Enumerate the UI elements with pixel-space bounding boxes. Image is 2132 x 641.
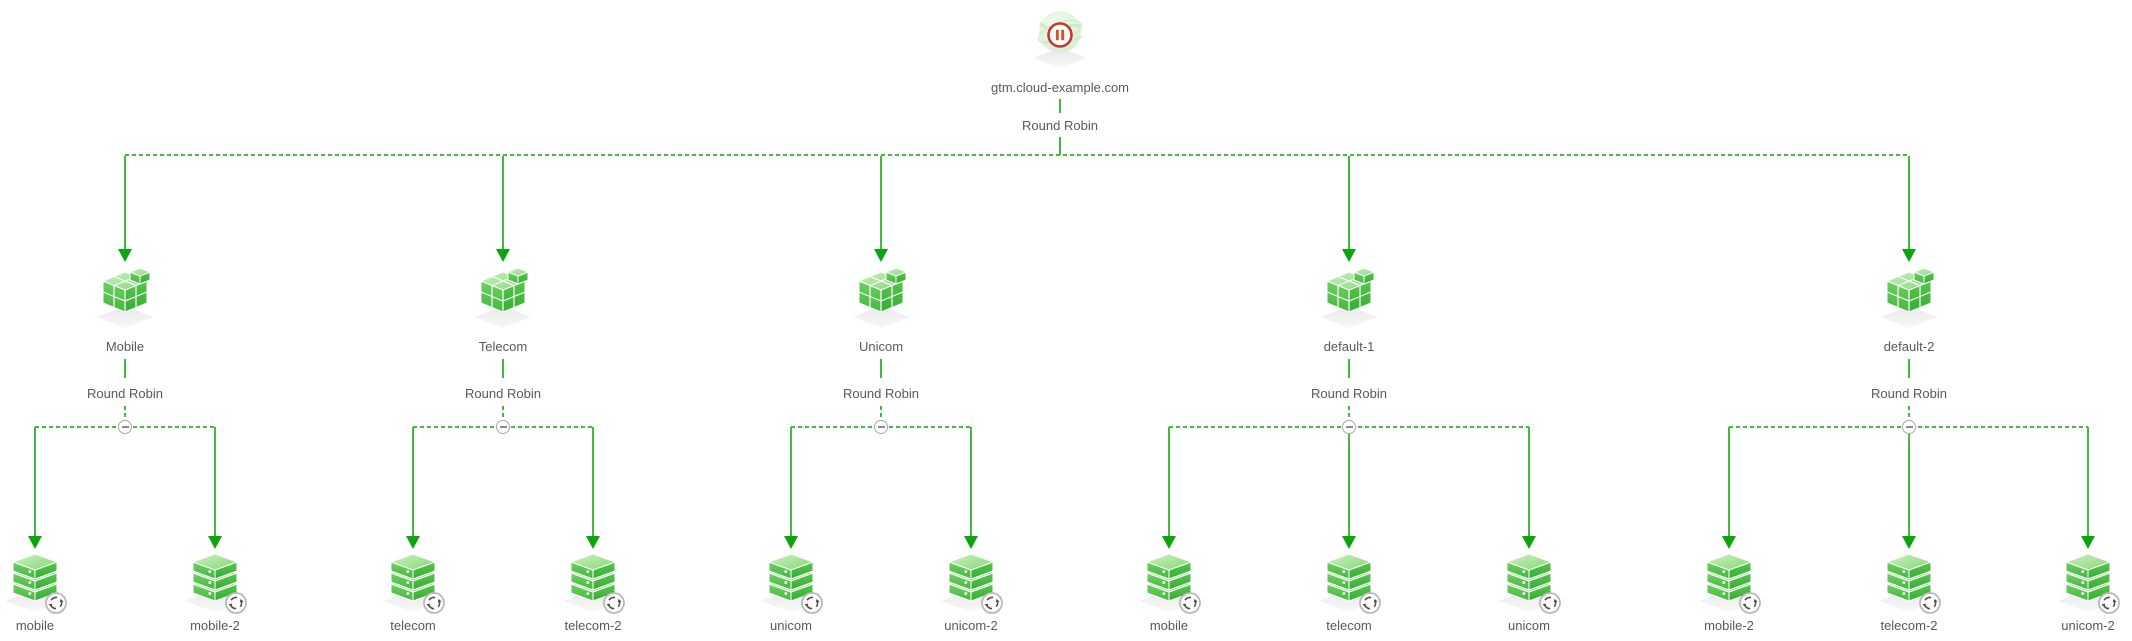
arrow-down-icon: [118, 249, 132, 262]
root-domain-label: gtm.cloud-example.com: [991, 80, 1129, 95]
edge-branch: [124, 156, 126, 249]
pool-label: Telecom: [478, 339, 528, 354]
edge-member: [34, 427, 36, 537]
member-label: mobile-2: [1704, 618, 1754, 633]
minus-icon: [1345, 426, 1353, 428]
minus-icon: [877, 426, 885, 428]
arrow-down-icon: [208, 536, 222, 549]
member-server-icon[interactable]: [1135, 548, 1203, 616]
edge-branch: [880, 156, 882, 249]
member-server-icon[interactable]: [757, 548, 825, 616]
member-label: unicom-2: [2061, 618, 2115, 633]
arrow-down-icon: [874, 249, 888, 262]
arrow-down-icon: [964, 536, 978, 549]
pool-icon[interactable]: [849, 264, 913, 328]
member-server-icon[interactable]: [937, 548, 1005, 616]
edge-member: [214, 427, 216, 537]
edge-branch: [1908, 156, 1910, 249]
edge-pool-stub: [124, 359, 126, 378]
collapse-minus-button[interactable]: [874, 420, 888, 434]
collapse-minus-button[interactable]: [1342, 420, 1356, 434]
pool-policy-label: Round Robin: [465, 386, 541, 401]
member-label: telecom: [390, 618, 436, 633]
edge-branch: [1348, 156, 1350, 249]
collapse-minus-button[interactable]: [118, 420, 132, 434]
member-label: unicom: [1508, 618, 1550, 633]
member-server-icon[interactable]: [181, 548, 249, 616]
pool-icon[interactable]: [1317, 264, 1381, 328]
pool-icon[interactable]: [471, 264, 535, 328]
arrow-down-icon: [1722, 536, 1736, 549]
edge-policy-stub: [1908, 406, 1910, 420]
edge-pool-stub: [1908, 359, 1910, 378]
root-globe-paused-icon[interactable]: [1030, 8, 1090, 68]
member-server-icon[interactable]: [1695, 548, 1763, 616]
edge-root-bus: [125, 154, 1909, 156]
edge-policy-stub: [880, 406, 882, 420]
edge-policy-stub: [1348, 406, 1350, 420]
arrow-down-icon: [1162, 536, 1176, 549]
pool-label: default-2: [1883, 339, 1935, 354]
minus-icon: [1905, 426, 1913, 428]
arrow-down-icon: [28, 536, 42, 549]
collapse-minus-button[interactable]: [1902, 420, 1916, 434]
arrow-down-icon: [784, 536, 798, 549]
pool-policy-label: Round Robin: [87, 386, 163, 401]
pool-label: default-1: [1323, 339, 1375, 354]
edge-member: [790, 427, 792, 537]
arrow-down-icon: [1902, 249, 1916, 262]
edge-pool-stub: [880, 359, 882, 378]
arrow-down-icon: [496, 249, 510, 262]
arrow-down-icon: [1342, 536, 1356, 549]
member-label: unicom-2: [944, 618, 998, 633]
member-server-icon[interactable]: [1495, 548, 1563, 616]
pool-label: Unicom: [858, 339, 904, 354]
arrow-down-icon: [406, 536, 420, 549]
edge-member: [412, 427, 414, 537]
edge-member: [592, 427, 594, 537]
root-policy-label: Round Robin: [1022, 118, 1098, 133]
edge-member: [1168, 427, 1170, 537]
member-server-icon[interactable]: [1315, 548, 1383, 616]
minus-icon: [499, 426, 507, 428]
edge-member: [2087, 427, 2089, 537]
member-server-icon[interactable]: [2054, 548, 2122, 616]
edge-policy-stub: [124, 406, 126, 420]
edge-member: [1908, 427, 1910, 537]
edge-policy-stub: [502, 406, 504, 420]
arrow-down-icon: [1342, 249, 1356, 262]
edge-member: [1728, 427, 1730, 537]
pool-label: Mobile: [105, 339, 145, 354]
edge-member: [1348, 427, 1350, 537]
edge-pool-stub: [1348, 359, 1350, 378]
member-label: telecom: [1326, 618, 1372, 633]
member-label: mobile: [1149, 618, 1189, 633]
pool-policy-label: Round Robin: [1871, 386, 1947, 401]
collapse-minus-button[interactable]: [496, 420, 510, 434]
arrow-down-icon: [2081, 536, 2095, 549]
member-server-icon[interactable]: [379, 548, 447, 616]
arrow-down-icon: [1902, 536, 1916, 549]
arrow-down-icon: [1522, 536, 1536, 549]
member-server-icon[interactable]: [559, 548, 627, 616]
edge-member: [970, 427, 972, 537]
edge-policy-to-bus: [1059, 137, 1061, 155]
edge-root-to-policy: [1059, 99, 1061, 113]
edge-branch: [502, 156, 504, 249]
member-label: telecom-2: [564, 618, 622, 633]
member-label: mobile-2: [190, 618, 240, 633]
pool-icon[interactable]: [93, 264, 157, 328]
pool-policy-label: Round Robin: [1311, 386, 1387, 401]
member-label: unicom: [770, 618, 812, 633]
pool-policy-label: Round Robin: [843, 386, 919, 401]
member-label: telecom-2: [1880, 618, 1938, 633]
minus-icon: [121, 426, 129, 428]
arrow-down-icon: [586, 536, 600, 549]
member-label: mobile: [15, 618, 55, 633]
pool-icon[interactable]: [1877, 264, 1941, 328]
edge-pool-stub: [502, 359, 504, 378]
edge-member: [1528, 427, 1530, 537]
member-server-icon[interactable]: [1, 548, 69, 616]
member-server-icon[interactable]: [1875, 548, 1943, 616]
